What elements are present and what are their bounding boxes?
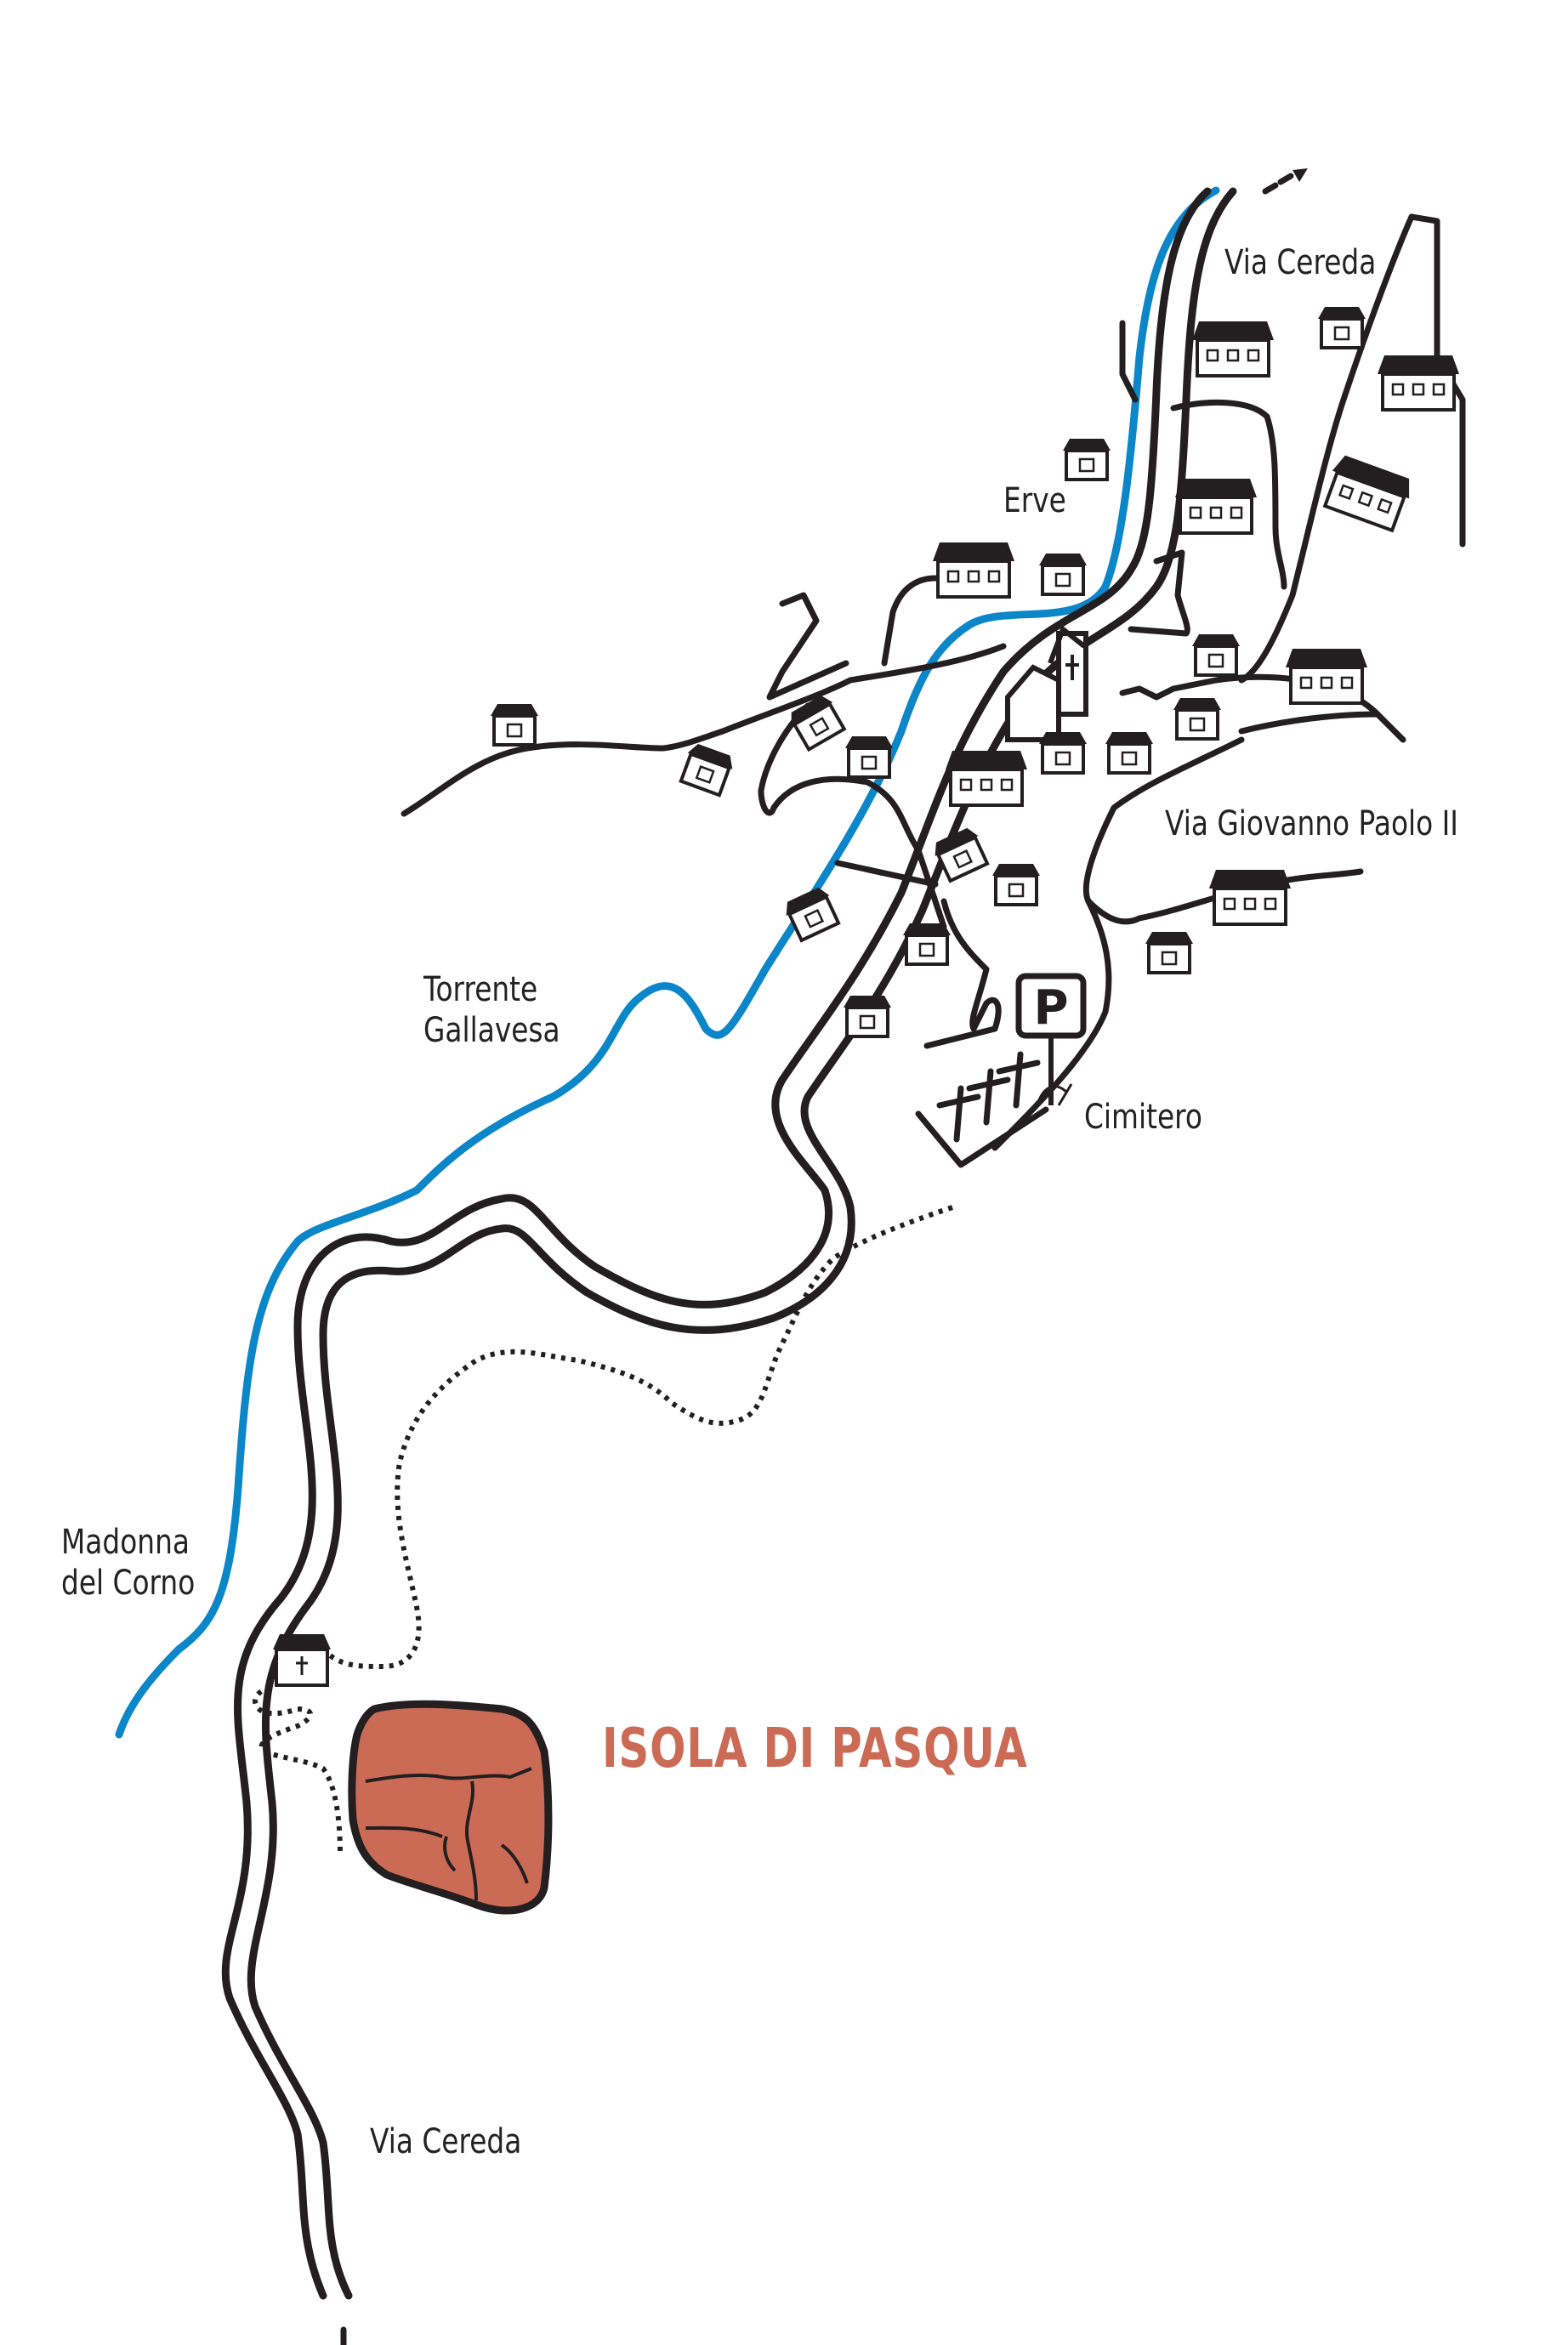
label-madonna: Madonna del Corno — [61, 1522, 224, 1604]
label-madonna-line1: Madonna — [61, 1523, 190, 1562]
label-erve: Erve — [1003, 481, 1066, 520]
label-torrente: Torrente Gallavesa — [423, 969, 590, 1051]
label-torrente-line2: Gallavesa — [423, 1011, 560, 1050]
label-madonna-line2: del Corno — [61, 1564, 196, 1603]
road-cimitero — [991, 898, 1112, 1151]
road-west-ridge — [401, 643, 1007, 817]
chapel-icon — [273, 1634, 331, 1687]
road-church-area — [1128, 549, 1190, 637]
road-village-link — [834, 860, 939, 888]
label-via-cereda-top: Via Cereda — [1224, 243, 1377, 282]
road-zigzag — [766, 592, 849, 701]
label-via-giovanno: Via Giovanno Paolo II — [1165, 804, 1458, 843]
cemetery-boundary — [915, 1106, 1049, 1168]
house-icon — [489, 305, 1461, 1038]
parking-sign-icon: P — [1015, 973, 1087, 1106]
river-torrente-gallavesa — [115, 186, 1220, 1739]
title-isola-di-pasqua: ISOLA DI PASQUA — [602, 1718, 1028, 1780]
label-torrente-line1: Torrente — [423, 970, 538, 1009]
road-cluster-east — [1119, 673, 1406, 743]
road-loop-north — [881, 575, 939, 667]
road-east-main — [1170, 400, 1287, 590]
main-road-via-cereda-outer — [247, 187, 1237, 2300]
main-road-via-cereda — [221, 187, 1212, 2300]
church-icon — [1005, 625, 1088, 742]
road-east-diagonal — [1238, 213, 1415, 684]
svg-text:P: P — [1033, 980, 1068, 1036]
road-village-south — [923, 898, 1002, 1049]
hiking-trail-lower — [252, 1677, 343, 1854]
north-arrow-icon — [1262, 168, 1308, 195]
road-far-east — [1238, 711, 1381, 735]
hiking-trail — [321, 1205, 953, 1670]
cemetery-cross-icon — [936, 1051, 1041, 1143]
rock-icon — [348, 1700, 553, 1915]
label-via-cereda-bottom: Via Cereda — [370, 2122, 522, 2161]
road-village-west — [758, 702, 947, 930]
road-top-left-stub — [1119, 320, 1139, 403]
label-cimitero: Cimitero — [1084, 1098, 1202, 1137]
